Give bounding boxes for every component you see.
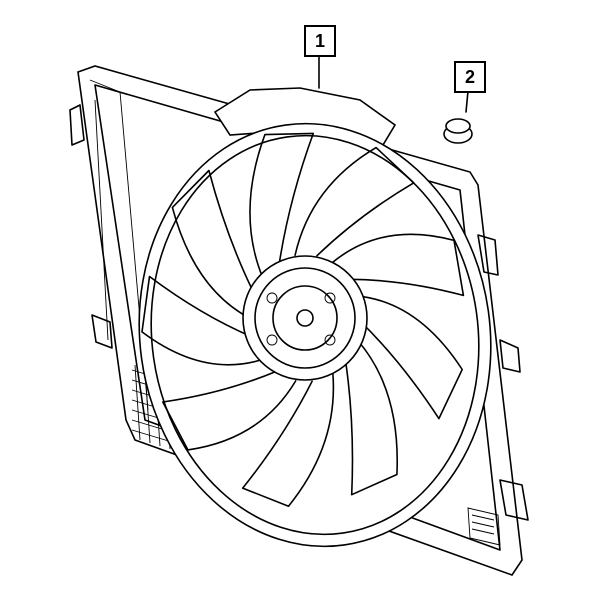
callout-1: 1 xyxy=(304,25,336,57)
grille-bar xyxy=(134,364,141,441)
fan-blade xyxy=(171,169,255,320)
callout-2: 2 xyxy=(454,61,486,93)
grommet-part xyxy=(443,118,473,144)
shroud-ring-inner xyxy=(150,134,480,536)
leader-line-2 xyxy=(465,90,469,113)
fan-blade xyxy=(355,295,463,420)
label-plate xyxy=(467,507,501,546)
fan-blade xyxy=(249,132,315,279)
fan-blade xyxy=(331,233,465,297)
fan-hub xyxy=(242,255,368,381)
fan-blade xyxy=(162,370,297,451)
fan-blade xyxy=(141,275,264,366)
fan-blade xyxy=(344,338,399,496)
fan-blade xyxy=(294,146,415,257)
fan-blades xyxy=(141,132,465,507)
fan-blade xyxy=(241,372,335,507)
